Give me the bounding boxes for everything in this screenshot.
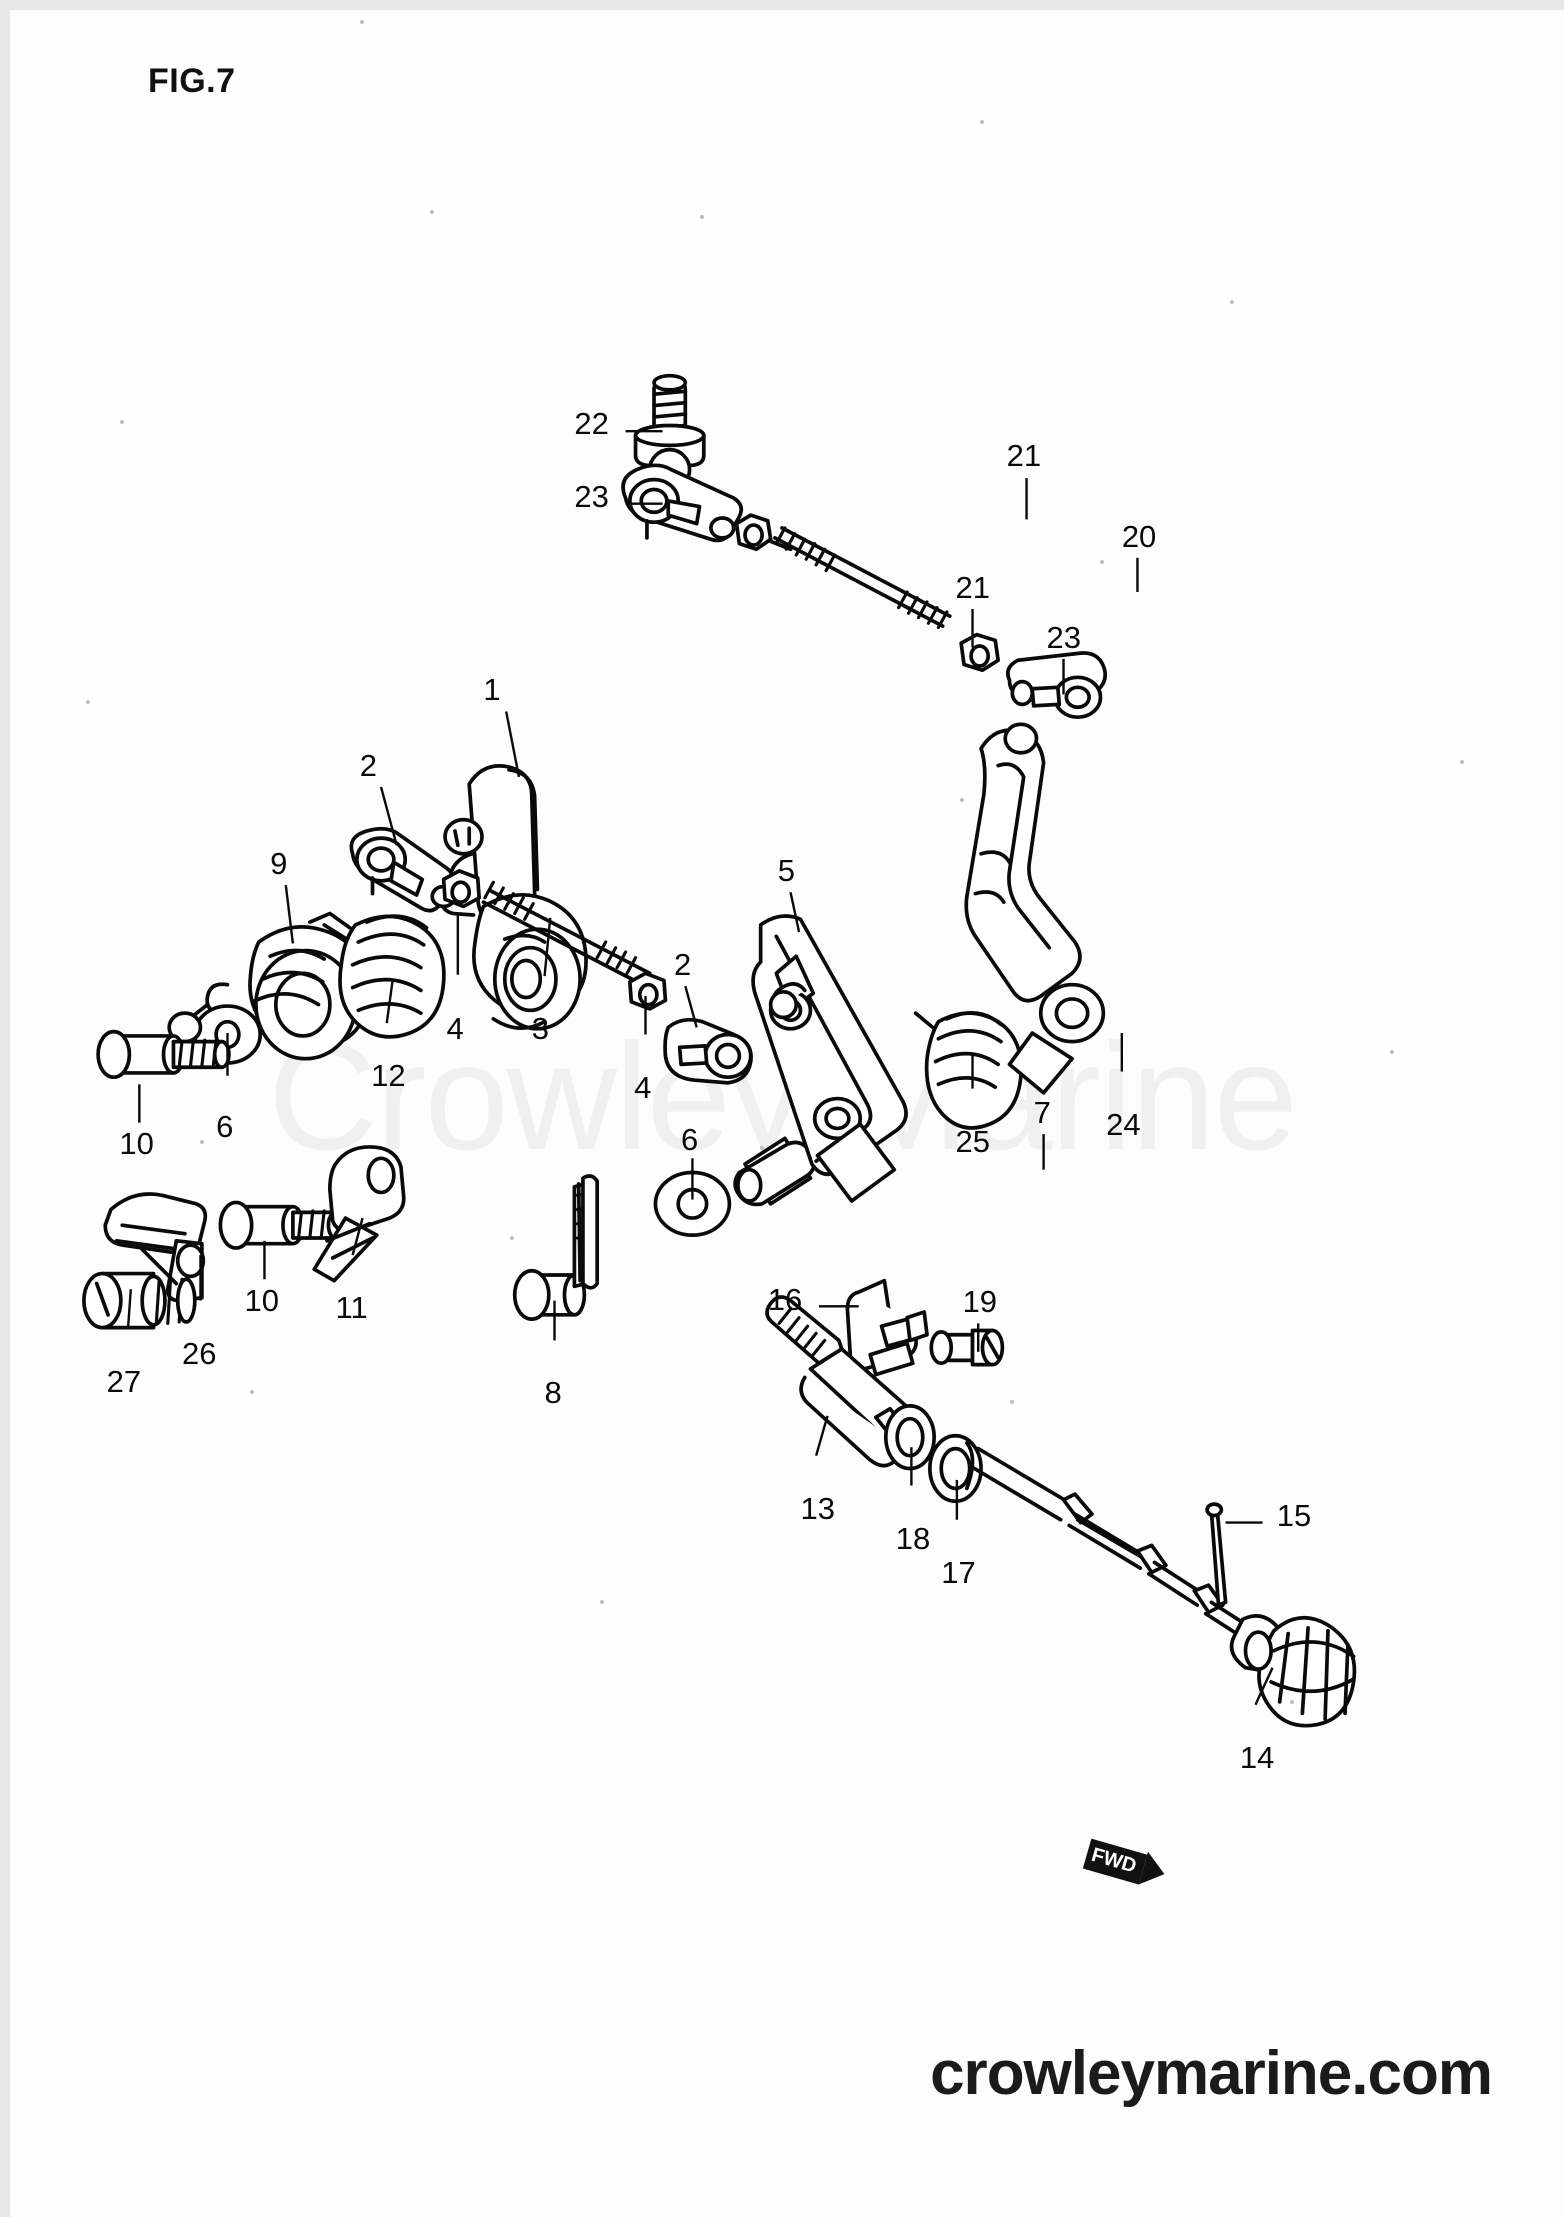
leader-11 [351,1217,364,1256]
callout-6b: 6 [681,1122,699,1158]
part-27-grommet-plug [82,1271,197,1330]
part-11-key [312,1145,406,1283]
part-4-nut-right [628,971,668,1011]
callout-25: 25 [955,1123,990,1159]
part-25-spring [913,1011,1023,1130]
part-6-washer-right [653,1170,732,1237]
callout-21b: 21 [955,570,990,606]
callout-17: 17 [941,1554,976,1590]
speckle-13 [600,1600,604,1604]
part-24-shift-lever [964,722,1106,1095]
callout-14: 14 [1239,1739,1275,1775]
callout-3: 3 [531,1011,549,1047]
speckle-2 [1230,300,1234,304]
callout-13: 13 [800,1490,835,1526]
callout-10b: 10 [244,1282,280,1318]
speckle-12 [1010,1400,1014,1404]
callout-23b: 23 [1046,619,1081,655]
part-10-bolt-upper [96,1029,231,1080]
page-frame-left [0,0,10,2217]
callout-21a: 21 [1006,437,1042,473]
callout-18: 18 [895,1520,931,1556]
part-2-rod-end-right [663,1017,753,1085]
speckle-9 [1390,1050,1394,1054]
leader-5 [789,891,801,933]
callout-2a: 2 [359,747,377,783]
speckle-11 [250,1390,254,1394]
callout-4a: 4 [446,1011,464,1047]
callout-27: 27 [106,1364,142,1400]
part-9-throttle-cam [167,924,370,1065]
callout-26: 26 [181,1335,217,1371]
callout-leader-lines [126,429,1274,1706]
part-16-cable-clip [845,1278,929,1377]
leader-3 [543,917,552,977]
page-frame-top [0,0,1564,10]
part-3-adjusting-bolt [481,880,652,987]
speckle-7 [86,700,90,704]
speckle-6 [1100,560,1104,564]
part-7-spacer-bushing [733,1136,816,1207]
callout-10a: 10 [119,1126,154,1162]
speckle-14 [1290,1700,1294,1704]
part-17-grommet [928,1433,983,1504]
callout-1: 1 [483,672,501,708]
speckle-8 [960,798,964,802]
speckle-5 [430,210,434,214]
callout-2b: 2 [673,947,692,983]
part-4-nut-left [441,869,482,909]
part-10-bolt-lower [218,1200,345,1250]
callout-20: 20 [1121,518,1157,554]
speckle-0 [360,20,364,24]
callout-5: 5 [777,853,795,889]
leader-12 [385,981,394,1024]
part-21-nut-upper [734,513,773,552]
part-21-nut-lower [959,632,1000,673]
leader-2a [379,786,398,846]
callout-8: 8 [544,1375,562,1411]
callout-22: 22 [574,406,609,442]
callout-9: 9 [270,846,288,882]
part-18-washer [883,1404,936,1471]
part-5-shift-bracket [751,914,908,1203]
part-23-rod-end-upper [621,463,744,543]
footer-domain-text: crowleymarine.com [930,2039,1493,2108]
callout-16: 16 [767,1281,803,1317]
callout-15: 15 [1276,1497,1312,1533]
leader-27 [126,1289,133,1330]
speckle-16 [760,1146,764,1150]
part-8-long-bolt [512,1174,600,1321]
callout-11: 11 [335,1290,368,1326]
part-20-connecting-rod [767,526,952,630]
speckle-15 [200,1140,204,1144]
part-26-bracket [103,1192,208,1303]
speckle-4 [700,215,704,219]
figure-title: FIG.7 [148,62,236,100]
speckle-3 [120,420,124,424]
callout-12: 12 [371,1058,406,1094]
speckle-17 [1460,760,1464,764]
part-12-return-spring [308,911,446,1039]
leader-9 [284,884,295,944]
callout-23a: 23 [574,478,609,514]
speckle-1 [980,120,984,124]
part-2-rod-end-left [349,826,457,913]
part-15-cotter-pin [1205,1502,1228,1607]
leader-2b [684,985,698,1028]
part-19-screw [929,1328,1005,1367]
callout-19: 19 [962,1284,998,1320]
part-14-cable-assembly [967,1446,1357,1728]
part-22-ball-stud [633,373,706,492]
part-23-rod-end-lower [1006,651,1108,720]
callout-7: 7 [1033,1095,1051,1131]
callout-6a: 6 [216,1109,234,1145]
leader-13 [814,1415,829,1457]
leader-14 [1254,1667,1274,1706]
leader-1 [504,711,521,778]
callout-24: 24 [1106,1106,1141,1142]
speckle-10 [510,1236,514,1240]
callout-4b: 4 [634,1069,652,1105]
